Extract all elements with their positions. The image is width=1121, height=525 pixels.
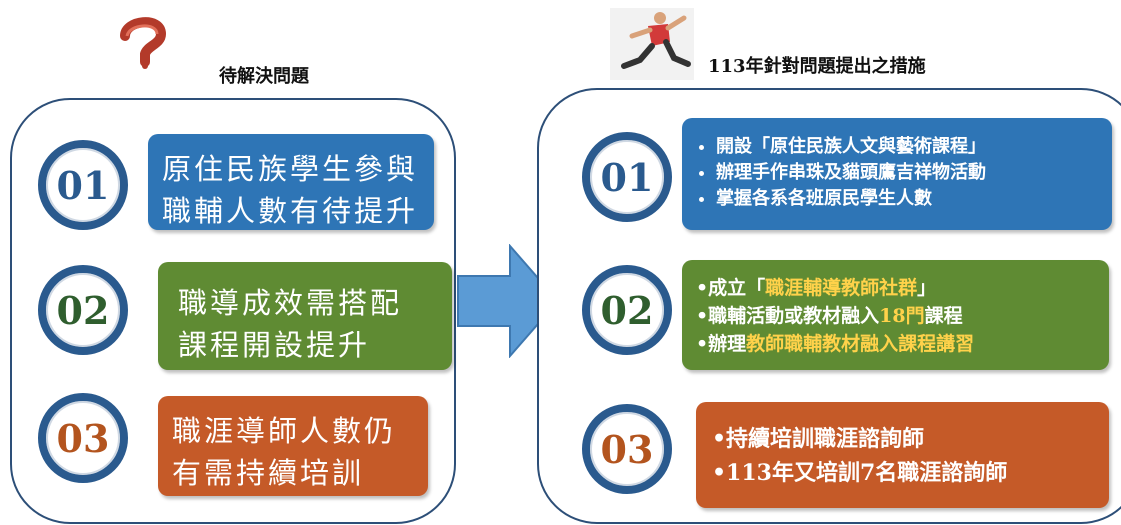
right-arrow-icon — [456, 243, 560, 359]
left-issue-01-line1: 原住民族學生參與 — [162, 152, 419, 186]
right-measure-01-bullet1: 開設「原住民族人文與藝術課程」 — [716, 134, 1112, 160]
left-number-01: 01 — [38, 140, 128, 230]
left-issue-box-01: 原住民族學生參與 職輔人數有待提升 — [148, 134, 434, 230]
left-issue-03-line1: 職涯導師人數仍 — [172, 414, 397, 448]
right-number-02: 02 — [582, 265, 672, 355]
right-header-title: 113年針對問題提出之措施 — [708, 56, 926, 77]
right-measure-02-bullet2-highlight: 18門 — [879, 305, 925, 327]
right-measure-02-bullet3: •辦理教師職輔教材融入課程講習 — [696, 330, 1109, 358]
right-measure-01-bullet2: 辦理手作串珠及貓頭鷹吉祥物活動 — [716, 160, 1112, 186]
right-measure-box-01: 開設「原住民族人文與藝術課程」 辦理手作串珠及貓頭鷹吉祥物活動 掌握各系各班原民… — [682, 118, 1112, 230]
right-measure-02-bullet1-pre: •成立「 — [696, 277, 766, 299]
right-measure-01-bullet3: 掌握各系各班原民學生人數 — [716, 186, 1112, 212]
right-measure-02-bullet2-pre: •職輔活動或教材融入 — [696, 305, 880, 327]
left-issue-03-line2: 有需持續培訓 — [172, 456, 365, 490]
left-number-02: 02 — [38, 265, 128, 355]
right-measure-02-bullet3-pre: •辦理 — [696, 333, 747, 355]
right-number-01: 01 — [582, 132, 672, 222]
right-measure-03-bullet2: •113年又培訓7名職涯諮詢師 — [712, 460, 1008, 486]
right-measure-02-bullet2: •職輔活動或教材融入18門課程 — [696, 302, 1109, 330]
left-issue-02-line1: 職導成效需搭配 — [178, 286, 403, 320]
left-number-03: 03 — [38, 393, 128, 483]
right-measure-03-bullet1: •持續培訓職涯諮詢師 — [712, 426, 925, 452]
left-issue-01-line2: 職輔人數有待提升 — [162, 194, 419, 228]
right-measure-02-bullet1: •成立「職涯輔導教師社群」 — [696, 274, 1109, 302]
right-number-03: 03 — [582, 404, 672, 494]
right-measure-02-bullet2-post: 課程 — [924, 305, 963, 327]
question-mark-icon — [117, 14, 169, 70]
left-issue-02-line2: 課程開設提升 — [178, 328, 371, 362]
right-measure-02-bullet3-highlight: 教師職輔教材融入課程講習 — [746, 333, 975, 355]
runner-icon — [610, 8, 694, 80]
right-measure-02-bullet1-post: 」 — [917, 277, 937, 299]
left-issue-box-03: 職涯導師人數仍 有需持續培訓 — [158, 396, 428, 496]
right-measure-box-03: •持續培訓職涯諮詢師 •113年又培訓7名職涯諮詢師 — [696, 402, 1109, 508]
right-measure-box-02: •成立「職涯輔導教師社群」 •職輔活動或教材融入18門課程 •辦理教師職輔教材融… — [682, 260, 1109, 370]
right-measure-02-bullet1-highlight: 職涯輔導教師社群 — [765, 277, 918, 299]
left-header-title: 待解決問題 — [219, 66, 309, 87]
left-issue-box-02: 職導成效需搭配 課程開設提升 — [158, 262, 452, 370]
